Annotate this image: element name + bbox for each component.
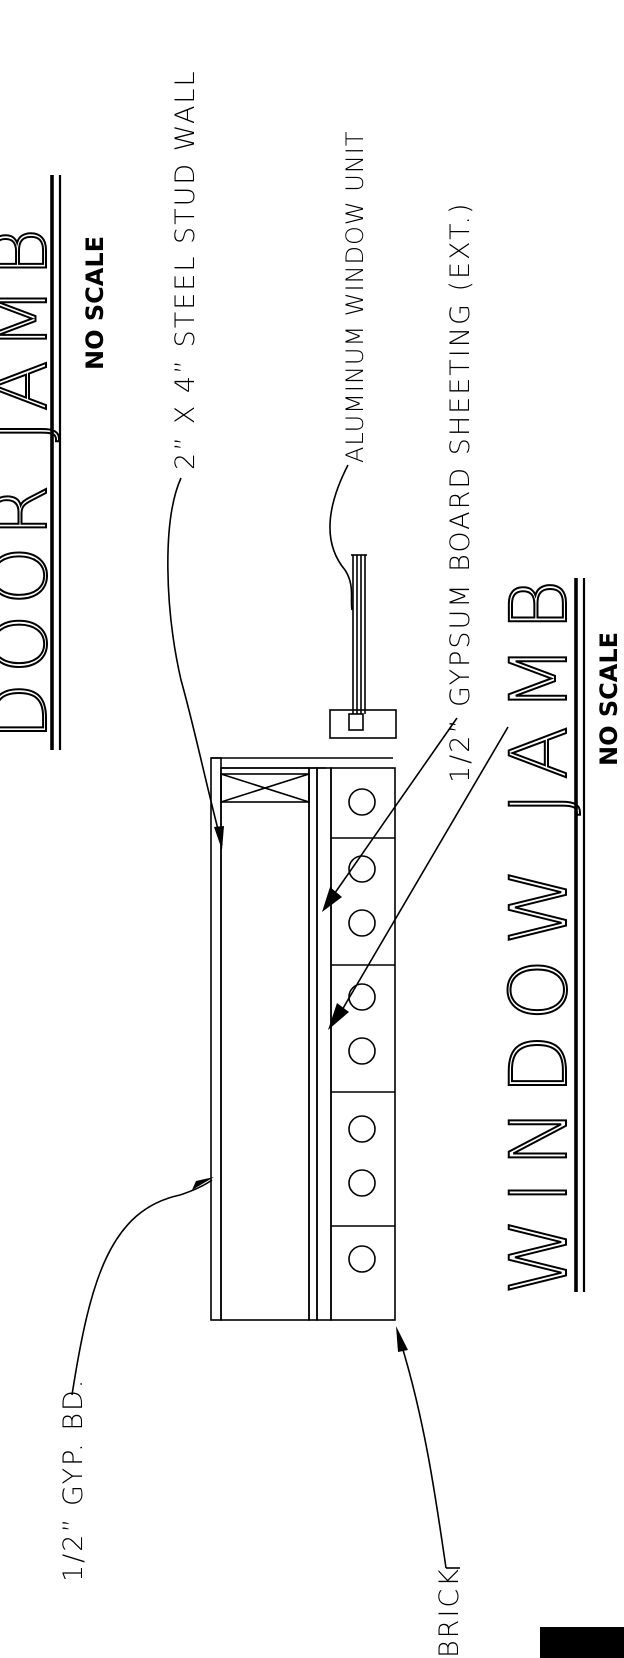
aluminum-window-unit — [329, 554, 397, 739]
gypsum-sheeting-leader-1 — [329, 717, 458, 901]
brick-core — [348, 1037, 376, 1065]
exterior-gypsum-sheeting — [308, 767, 318, 1321]
brick-arrowhead — [396, 1326, 408, 1352]
steel-stud-x-2 — [220, 773, 310, 803]
window-frame-inner — [348, 713, 364, 731]
door-jamb-title: DOOR JAMB — [0, 218, 64, 740]
window-unit-label: ALUMINUM WINDOW UNIT — [341, 130, 369, 463]
brick-label: BRICK — [434, 1567, 465, 1658]
wall-section — [210, 757, 396, 1321]
brick-core — [348, 1115, 376, 1143]
brick-leader — [399, 1339, 447, 1569]
window-jamb-scale-note: NO SCALE — [595, 632, 623, 766]
brick-core — [348, 1169, 376, 1197]
gyp-bd-label: 1/2” GYP. BD. — [58, 1378, 89, 1582]
window-frame-box — [329, 709, 397, 739]
title-block-edge — [540, 1627, 624, 1658]
steel-stud-arrowhead — [214, 826, 224, 850]
steel-stud-cavity — [220, 767, 310, 1321]
gypsum-sheeting-leader-2 — [334, 726, 509, 1023]
brick-core — [348, 909, 376, 937]
gypsum-sheeting-arrowhead-1 — [322, 887, 342, 912]
gyp-bd-leader — [71, 1179, 213, 1396]
steel-stud-leader — [167, 477, 223, 846]
brick-veneer — [330, 767, 396, 1321]
brick-core — [348, 983, 376, 1011]
steel-stud-label: 2” X 4” STEEL STUD WALL — [170, 70, 201, 471]
labels: 2” X 4” STEEL STUD WALL ALUMINUM WINDOW … — [58, 70, 476, 1658]
door-jamb-scale-note: NO SCALE — [81, 236, 109, 370]
brick-core — [348, 1245, 376, 1273]
door-jamb-title-block: DOOR JAMB NO SCALE — [0, 175, 109, 750]
gypsum-sheeting-label: 1/2” GYPSUM BOARD SHEETING (EXT.) — [445, 202, 476, 783]
brick-core — [348, 788, 376, 816]
gyp-bd-arrowhead — [192, 1177, 214, 1190]
air-gap — [316, 767, 332, 1321]
brick-core — [348, 855, 376, 883]
window-unit-leader — [329, 464, 353, 611]
leaders — [71, 464, 509, 1569]
brick-cores — [348, 788, 376, 1273]
gypsum-sheeting-arrowhead-2 — [328, 1003, 349, 1030]
window-jamb-title: WINDOW JAMB — [495, 566, 585, 1295]
window-jamb-title-block: WINDOW JAMB NO SCALE — [494, 565, 623, 1296]
